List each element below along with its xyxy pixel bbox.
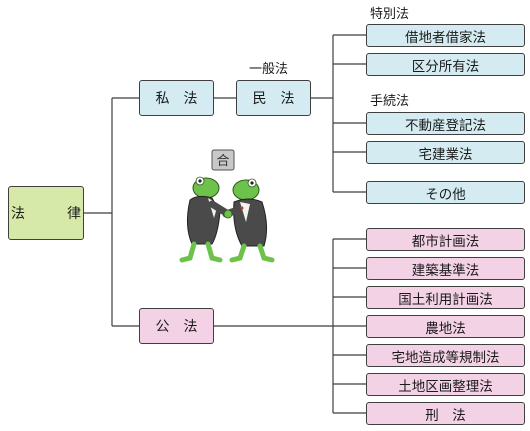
public-law-leaf: 農地法 (366, 315, 525, 338)
special-law-leaf: 借地者借家法 (366, 24, 525, 47)
sign-text: 合 (216, 154, 229, 169)
other-law-leaf: その他 (366, 181, 525, 204)
public-law-leaf: 都市計画法 (366, 228, 525, 251)
frogs-handshake-illustration: 合 (179, 149, 275, 263)
left-frog-icon (179, 176, 232, 263)
procedure-law-leaf: 不動産登記法 (366, 112, 525, 135)
right-frog-icon (222, 178, 275, 263)
private-law-node: 私 法 (139, 80, 214, 116)
special-law-caption: 特別法 (370, 7, 410, 22)
public-law-leaf: 土地区画整理法 (366, 373, 525, 396)
procedure-law-caption: 手続法 (370, 94, 410, 109)
sign-board-icon: 合 (211, 149, 235, 171)
special-law-leaf: 区分所有法 (366, 53, 525, 76)
public-law-leaf: 国土利用計画法 (366, 286, 525, 309)
public-law-leaf: 刑 法 (366, 402, 525, 425)
root-node-law: 法 律 (8, 186, 84, 240)
civil-law-node: 民 法 (236, 80, 311, 116)
general-law-caption: 一般法 (249, 62, 289, 77)
public-law-leaf: 宅地造成等規制法 (366, 344, 525, 367)
public-law-node: 公 法 (139, 308, 214, 344)
procedure-law-leaf: 宅建業法 (366, 141, 525, 164)
public-law-leaf: 建築基準法 (366, 257, 525, 280)
